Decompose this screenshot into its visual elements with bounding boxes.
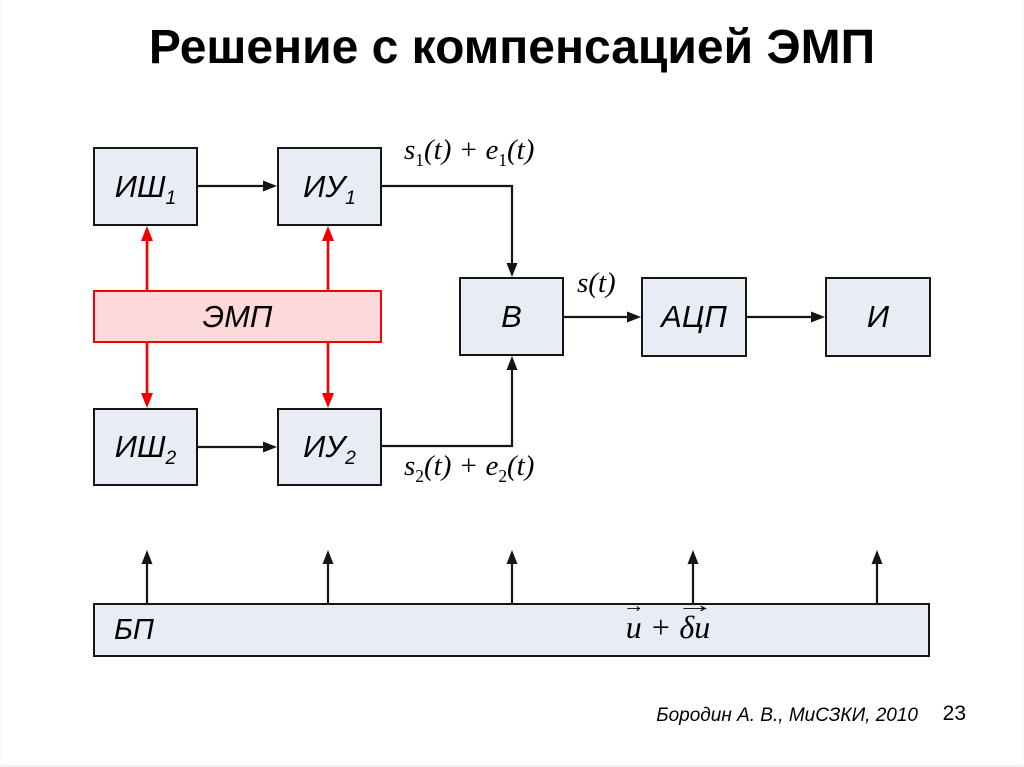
wire-iu2-to-v — [382, 356, 518, 448]
block-ish2-label: ИШ2 — [114, 429, 177, 470]
wire-bp-up-3 — [506, 550, 518, 603]
wire-emp-to-ish1 — [141, 226, 153, 290]
slide-title: Решение с компенсацией ЭМП — [148, 21, 876, 74]
block-bp: БП — [93, 603, 930, 657]
arrowhead-up-red-icon — [322, 226, 334, 241]
block-ish1: ИШ1 — [93, 147, 198, 226]
block-ish1-label: ИШ1 — [114, 168, 177, 209]
page-number: 23 — [942, 702, 966, 725]
block-v: В — [459, 277, 564, 356]
block-emp-label: ЭМП — [202, 298, 273, 334]
block-acp-label: АЦП — [661, 299, 727, 334]
arrowhead-up-icon — [141, 550, 153, 564]
arrowhead-up-icon — [506, 550, 518, 564]
arrowhead-down-red-icon — [141, 393, 153, 408]
arrowhead-up-icon — [687, 550, 699, 564]
wire-ish1-to-iu1 — [198, 180, 277, 192]
wire-emp-to-iu1 — [322, 226, 334, 290]
block-ish2: ИШ2 — [93, 408, 198, 486]
arrowhead-down-icon — [506, 263, 518, 277]
signal-label-s: s(t) — [577, 267, 616, 299]
block-v-label: В — [501, 298, 522, 334]
block-bp-label: БП — [114, 613, 154, 646]
arrowhead-up-icon — [506, 356, 518, 370]
arrowhead-right-icon — [811, 311, 825, 323]
wire-bp-up-1 — [141, 550, 153, 603]
block-acp: АЦП — [641, 277, 747, 357]
arrowhead-right-icon — [263, 180, 277, 192]
block-iu1: ИУ1 — [277, 147, 382, 226]
wire-v-to-acp — [564, 311, 641, 323]
wire-bp-up-2 — [322, 550, 334, 603]
arrowhead-up-icon — [871, 550, 883, 564]
block-iu2-label: ИУ2 — [303, 429, 356, 470]
signal-label-s2: s2(t) + e2(t) — [404, 450, 535, 486]
block-iu2: ИУ2 — [277, 408, 382, 486]
block-emp: ЭМП — [93, 290, 382, 343]
signal-label-u-plus-du: u + δu — [598, 609, 738, 646]
arrowhead-down-red-icon — [322, 393, 334, 408]
wire-emp-to-iu2 — [322, 343, 334, 408]
wire-acp-to-i — [747, 311, 825, 323]
arrowhead-right-icon — [627, 311, 641, 323]
block-i-label: И — [866, 299, 890, 334]
wire-ish2-to-iu2 — [198, 441, 277, 453]
arrowhead-right-icon — [263, 441, 277, 453]
wire-emp-to-ish2 — [141, 343, 153, 408]
footer-credit: Бородин А. В., МиСЗКИ, 2010 — [656, 705, 918, 726]
block-i: И — [825, 277, 931, 357]
signal-label-s1: s1(t) + e1(t) — [404, 134, 535, 170]
wire-bp-up-5 — [871, 550, 883, 603]
block-iu1-label: ИУ1 — [303, 168, 356, 209]
wire-iu1-to-v — [382, 184, 518, 277]
arrowhead-up-icon — [322, 550, 334, 564]
arrowhead-up-red-icon — [141, 226, 153, 241]
